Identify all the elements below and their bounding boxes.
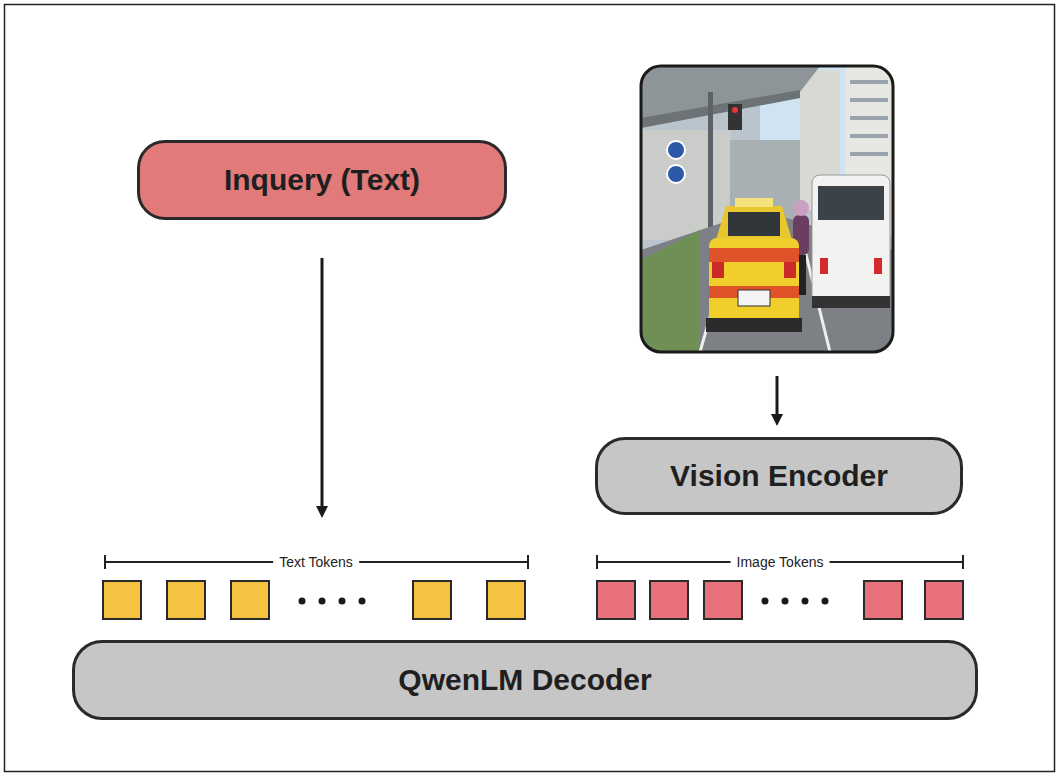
image-token-squares — [597, 581, 963, 619]
photo-frame — [641, 66, 893, 352]
token-ellipsis — [299, 598, 829, 605]
encoder-box: Vision Encoder — [595, 437, 963, 515]
outer-frame — [5, 5, 1055, 772]
box-label: Inquery (Text) — [224, 163, 420, 197]
image-input-arrow — [776, 376, 779, 420]
token-brackets — [105, 555, 963, 569]
box-label: Vision Encoder — [670, 459, 888, 493]
box-label: QwenLM Decoder — [398, 663, 651, 697]
street-photo — [641, 66, 893, 352]
bracket-label: Text Tokens — [273, 554, 359, 570]
text-input-arrow — [321, 258, 324, 512]
decoder-box: QwenLM Decoder — [72, 640, 978, 720]
text-token-squares — [103, 581, 525, 619]
bracket-label: Image Tokens — [731, 554, 830, 570]
query-box: Inquery (Text) — [137, 140, 507, 220]
